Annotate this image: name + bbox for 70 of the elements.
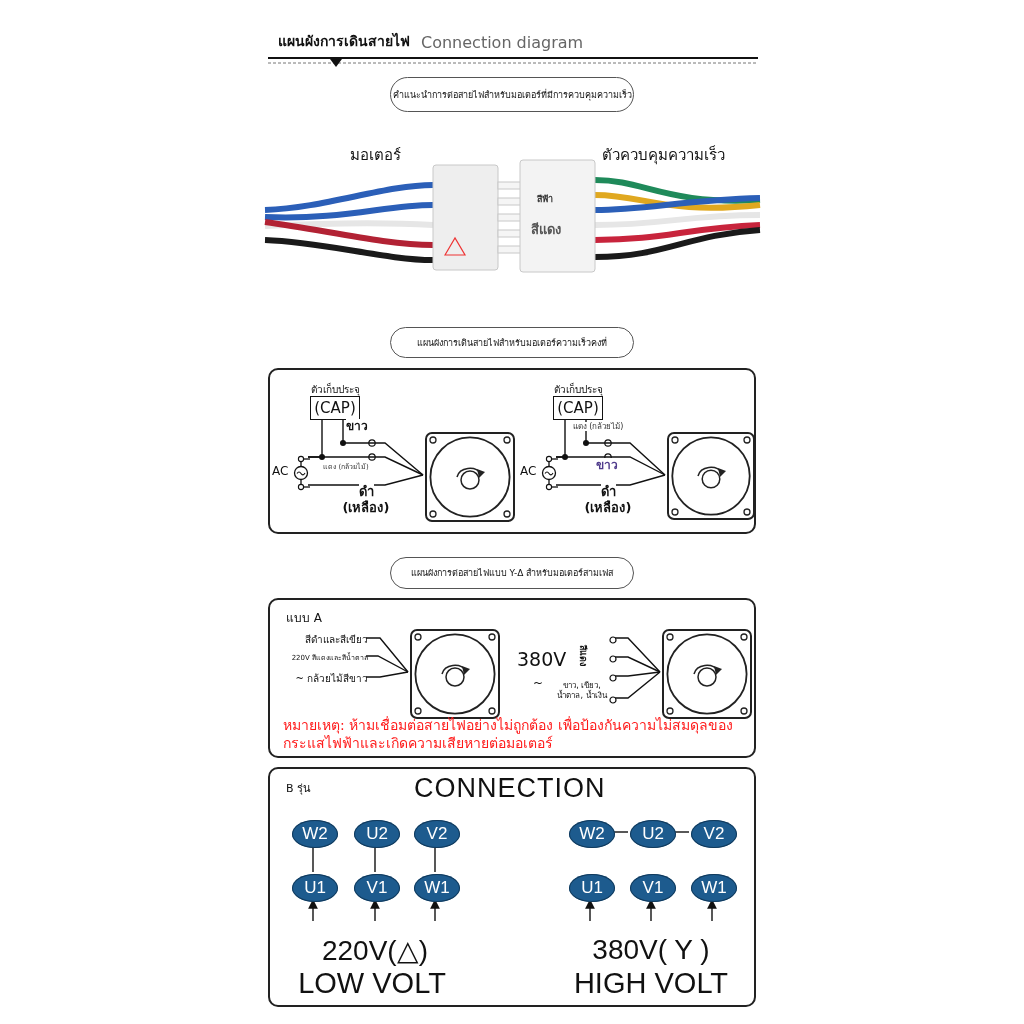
panel-heading: B รุ่น — [286, 781, 312, 797]
wire — [312, 845, 314, 873]
terminal-icon — [609, 636, 617, 644]
wire — [365, 655, 409, 673]
terminal-icon — [609, 696, 617, 704]
voltage-label: 380V( Y ) — [591, 934, 711, 966]
arrow — [430, 899, 440, 922]
arrow — [707, 899, 717, 922]
edge-label: ขาว — [595, 458, 619, 473]
edge-label: ดำ (เหลือง) — [341, 484, 391, 517]
panel-frame — [268, 598, 756, 758]
terminal-label: V1 — [630, 874, 676, 902]
voltage-label: 380V — [517, 648, 567, 670]
motor-drawing — [667, 432, 755, 520]
capacitor-box: (CAP) — [553, 396, 603, 420]
wire-label: ขาว, เขียว, น้ำตาล, น้ำเงิน — [556, 681, 609, 702]
part-label: มอเตอร์ — [350, 145, 401, 166]
terminal-label: W1 — [414, 874, 460, 902]
wire-label: ~ กล้วยไม้สีขาว — [278, 671, 368, 687]
source-label: AC — [272, 464, 289, 478]
wire — [434, 845, 436, 873]
wire — [614, 637, 661, 673]
terminal-label: U1 — [292, 874, 338, 902]
wire-label: สีดำและสีเขียว — [278, 632, 368, 648]
capacitor-label: ตัวเก็บประจุ — [552, 382, 604, 397]
arrow — [370, 899, 380, 922]
warning-note: หมายเหตุ: ห้ามเชื่อมต่อสายไฟอย่างไม่ถูกต้อง เพื่อป้องกันความไม่สมดุลของกระแสไฟฟ้าและเกิดความเสียหายต่อมอเตอร์ — [283, 716, 734, 752]
page-subtitle: Connection diagram — [421, 33, 584, 52]
connector-marking: สีแดง — [531, 221, 561, 239]
terminal-label: W1 — [691, 874, 737, 902]
connector-marking: สีฟ้า — [537, 193, 553, 206]
voltage-label: HIGH VOLT — [572, 967, 730, 1000]
terminal-label: W2 — [569, 820, 615, 848]
panel-frame — [268, 368, 756, 534]
terminal-label: V2 — [691, 820, 737, 848]
wire-label: สีแดง — [577, 645, 589, 666]
arrow — [585, 899, 595, 922]
wire — [307, 474, 424, 486]
wire — [614, 671, 661, 677]
terminal-label: U2 — [354, 820, 400, 848]
panel-heading: แบบ A — [286, 610, 323, 627]
part-label: ตัวควบคุมความเร็ว — [602, 144, 725, 167]
motor-drawing — [425, 432, 515, 522]
wire — [365, 637, 409, 673]
terminal-label: W2 — [292, 820, 338, 848]
capacitor-box: (CAP) — [310, 396, 360, 420]
capacitor-label: ตัวเก็บประจุ — [309, 382, 361, 397]
wire — [365, 671, 409, 678]
voltage-label: 220V(△) — [320, 934, 429, 967]
edge-label: ขาว — [345, 419, 369, 434]
terminal-label: U1 — [569, 874, 615, 902]
panel-frame — [268, 767, 756, 1007]
wire — [374, 845, 376, 873]
section-heading-pill: คำแนะนำการต่อสายไฟสำหรับมอเตอร์ที่มีการควบคุมความเร็ว — [390, 77, 634, 112]
page-title: แผนผังการเดินสายไฟ — [278, 32, 410, 51]
voltage-label: LOW VOLT — [297, 967, 447, 1000]
wire — [614, 656, 661, 673]
arrow — [646, 899, 656, 922]
edge-label: ดำ (เหลือง) — [583, 484, 633, 517]
terminal-label: V1 — [354, 874, 400, 902]
arrow — [308, 899, 318, 922]
terminal-label: U2 — [630, 820, 676, 848]
terminal-icon — [609, 655, 617, 663]
wire — [614, 671, 661, 699]
panel-title: CONNECTION — [414, 773, 606, 804]
source-label: AC — [520, 464, 537, 478]
ac-symbol-label: ~ — [533, 676, 544, 690]
terminal-icon — [609, 674, 617, 682]
edge-label: แดง (กล้วยไม้) — [571, 422, 625, 432]
terminal-label: V2 — [414, 820, 460, 848]
